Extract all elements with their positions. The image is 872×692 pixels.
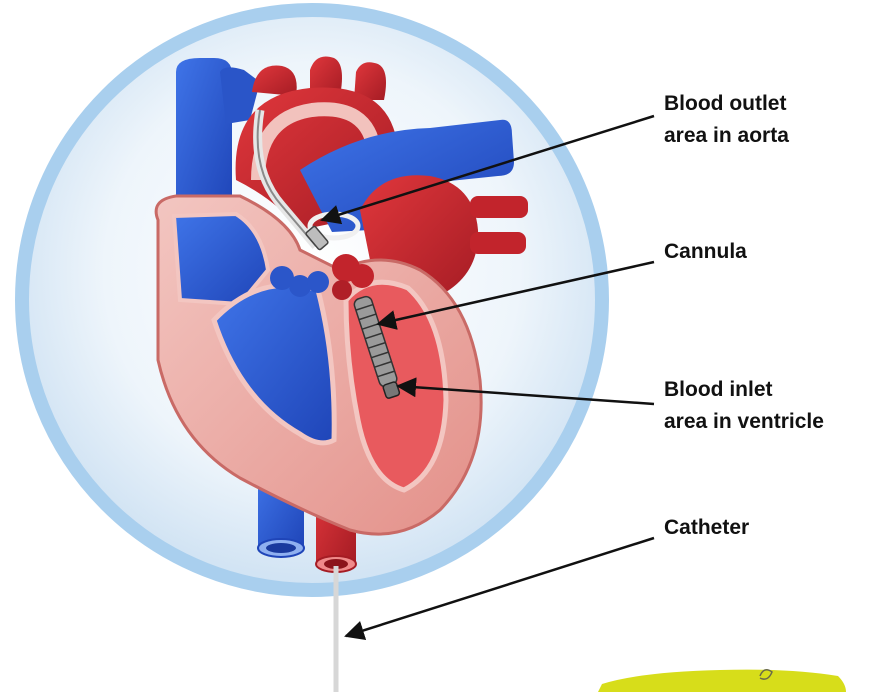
label-cannula: Cannula xyxy=(664,236,747,268)
label-catheter-text: Catheter xyxy=(664,512,749,544)
label-blood-inlet-line2: area in ventricle xyxy=(664,406,824,438)
label-blood-outlet-line1: Blood outlet xyxy=(664,88,789,120)
label-blood-inlet: Blood inlet area in ventricle xyxy=(664,374,824,438)
label-blood-inlet-line1: Blood inlet xyxy=(664,374,824,406)
highlighter-mark xyxy=(598,670,846,692)
label-cannula-text: Cannula xyxy=(664,236,747,268)
label-blood-outlet: Blood outlet area in aorta xyxy=(664,88,789,152)
label-blood-outlet-line2: area in aorta xyxy=(664,120,789,152)
label-catheter: Catheter xyxy=(664,512,749,544)
